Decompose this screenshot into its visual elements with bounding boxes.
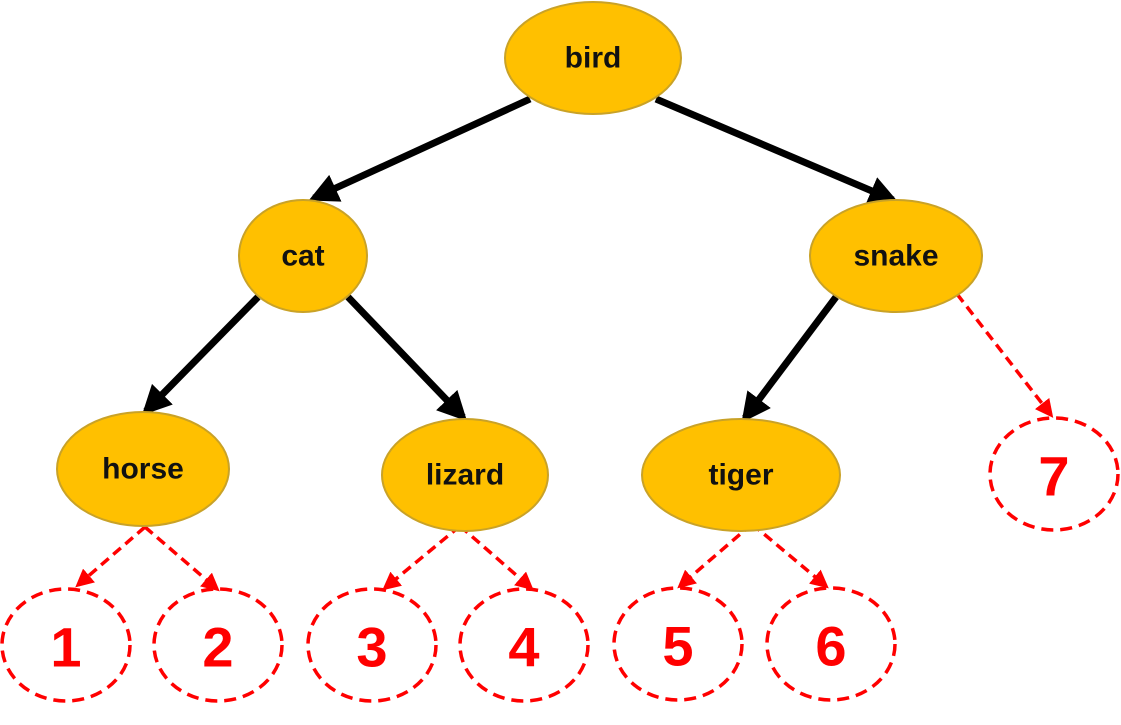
node-lizard: lizard <box>381 418 549 532</box>
slot-7: 7 <box>988 416 1120 532</box>
slot-3-shape <box>306 587 438 703</box>
node-tiger: tiger <box>641 418 841 532</box>
slot-5-label: 5 <box>662 615 693 678</box>
slot-5: 5 <box>612 586 744 702</box>
slot-4: 4 <box>458 587 590 703</box>
edge-bird-cat <box>308 95 532 202</box>
slot-3-label: 3 <box>356 616 387 679</box>
slot-7-shape <box>988 416 1120 532</box>
node-lizard-label: lizard <box>426 459 504 492</box>
slot-4-shape <box>458 587 590 703</box>
node-snake-shape <box>809 199 983 313</box>
slot-2: 2 <box>152 587 284 703</box>
node-horse-label: horse <box>102 453 184 486</box>
edge-cat-horse <box>141 294 261 416</box>
slot-6-label: 6 <box>815 615 846 678</box>
node-bird-label: bird <box>565 42 622 75</box>
slot-3: 3 <box>306 587 438 703</box>
node-lizard-shape <box>381 418 549 532</box>
edge-snake-slot-7 <box>955 292 1054 418</box>
node-cat: cat <box>238 199 368 313</box>
slot-1-label: 1 <box>50 616 81 679</box>
node-tiger-label: tiger <box>708 459 773 492</box>
edge-cat-lizard <box>345 294 468 422</box>
slot-edges <box>75 292 1054 592</box>
edge-lizard-slot-3 <box>382 524 462 591</box>
node-bird-shape <box>504 1 682 115</box>
node-snake: snake <box>809 199 983 313</box>
slot-6: 6 <box>765 586 897 702</box>
edge-tiger-slot-6 <box>750 522 829 589</box>
node-cat-label: cat <box>281 240 324 273</box>
tree-edges <box>141 95 899 423</box>
node-bird: bird <box>504 1 682 115</box>
slot-1: 1 <box>0 587 132 703</box>
edge-snake-tiger <box>741 294 839 423</box>
node-tiger-shape <box>641 418 841 532</box>
edge-horse-slot-1 <box>75 525 147 588</box>
slot-2-shape <box>152 587 284 703</box>
insertion-slots: 1 2 3 4 5 6 7 <box>0 416 1120 703</box>
edge-horse-slot-2 <box>143 525 220 592</box>
slot-6-shape <box>765 586 897 702</box>
edge-bird-snake <box>654 95 899 205</box>
slot-2-label: 2 <box>202 616 233 679</box>
slot-4-label: 4 <box>508 616 539 679</box>
slot-1-shape <box>0 587 132 703</box>
node-horse: horse <box>56 411 230 527</box>
slot-7-label: 7 <box>1038 445 1069 508</box>
node-snake-label: snake <box>853 240 938 273</box>
edge-lizard-slot-4 <box>458 524 534 591</box>
slot-5-shape <box>612 586 744 702</box>
edge-tiger-slot-5 <box>677 522 754 589</box>
node-cat-shape <box>238 199 368 313</box>
tree-nodes: bird cat snake horse lizard tiger <box>56 1 983 532</box>
node-horse-shape <box>56 411 230 527</box>
